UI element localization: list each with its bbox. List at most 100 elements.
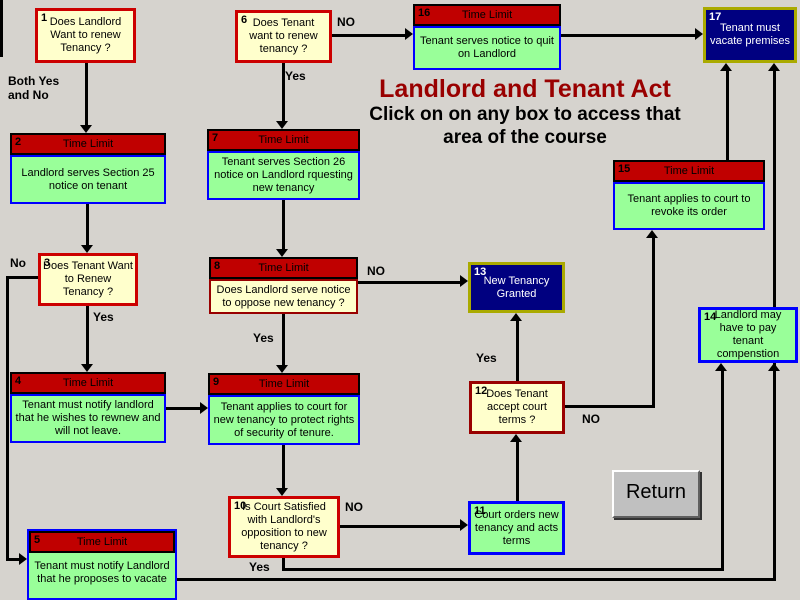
arrowhead-icon [276,365,288,373]
box-text: Tenant must notify landlord that he wish… [10,394,166,443]
time-limit-header: 15 Time Limit [613,160,765,182]
box-number: 4 [15,375,22,387]
arrowhead-icon [720,63,732,71]
arrow-segment-box3-yes-to-box4 [86,306,89,366]
arrowhead-icon [276,249,288,257]
arrowhead-icon [768,363,780,371]
arrowhead-icon [276,488,288,496]
arrowhead-icon [276,121,288,129]
branch-label: NO [345,500,363,514]
arrow-segment-box3-no-to-box5 [6,276,40,279]
arrowhead-icon [695,28,703,40]
box-text: Is Court Satisfied with Landlord's oppos… [241,501,327,552]
arrowhead-icon [19,553,27,565]
branch-label: Yes [249,560,270,574]
arrowhead-icon [646,230,658,238]
branch-label: Yes [285,69,306,83]
time-limit-header: 7 Time Limit [207,129,360,151]
box-number: 17 [709,11,722,23]
box-text: Does Tenant accept court terms ? [486,388,548,426]
page-subtitle: Click on on any box to access that area … [369,104,681,148]
arrow-segment-box9-to-box10 [282,445,285,490]
box-text: Tenant applies to court for new tenancy … [208,395,360,445]
box-text: New Tenancy Granted [483,274,550,300]
arrow-segment-box8-no-to-box13 [358,281,462,284]
arrow-segment-box2-to-box3 [86,204,89,247]
arrowhead-icon [768,63,780,71]
branch-label: NO [582,412,600,426]
arrow-segment-box15-to-box17 [726,71,729,160]
arrowhead-icon [510,434,522,442]
branch-label: Yes [476,351,497,365]
arrowhead-icon [81,245,93,253]
arrow-segment-box10-no-to-box11 [340,525,462,528]
branch-label: NO [337,15,355,29]
box-text: Does Landlord serve notice to oppose new… [209,279,358,314]
arrow-segment-box10-yes-to-box14 [282,568,724,571]
time-limit-label: Time Limit [258,133,309,146]
box-text: Tenant must notify Landlord that he prop… [29,553,175,598]
box-text: Tenant applies to court to revoke its or… [613,182,765,230]
return-button[interactable]: Return [612,470,700,518]
box-text: Tenant serves notice to quit on Landlord [413,26,561,70]
arrow-segment-box3-no-to-box5 [6,558,19,561]
box-number: 11 [474,505,486,517]
arrow-segment-box6-yes-to-box7 [282,63,285,123]
box-number: 3 [44,257,51,269]
time-limit-label: Time Limit [76,535,128,548]
arrow-segment-box12-no-to-box15 [565,405,655,408]
time-limit-header: 4 Time Limit [10,372,166,394]
time-limit-label: Time Limit [663,164,715,177]
box-text: Landlord serves Section 25 notice on ten… [10,155,166,204]
arrowhead-icon [405,28,413,40]
branch-label: No [10,256,26,270]
arrow-segment-box8-yes-to-box9 [282,314,285,367]
time-limit-label: Time Limit [258,377,310,390]
arrow-segment-box12-no-to-box15 [652,238,655,408]
box-number: 6 [241,14,248,26]
arrowhead-icon [200,402,208,414]
time-limit-label: Time Limit [62,376,114,389]
time-limit-header: 16 Time Limit [413,4,561,26]
arrow-segment-box7-to-box8 [282,200,285,251]
box-number: 14 [704,311,717,323]
box-text: Does Landlord Want to renew Tenancy ? [49,16,122,54]
box-number: 5 [34,534,41,546]
arrow-segment-box16-to-box17 [561,34,697,37]
box-text: Does Tenant want to renew tenancy ? [249,17,318,55]
arrow-segment-box11-to-box12 [516,442,519,501]
arrow-segment-box6-no-to-box16 [332,34,407,37]
time-limit-label: Time Limit [258,261,309,274]
box-number: 16 [418,7,431,19]
arrowhead-icon [81,364,93,372]
arrow-segment-edge-mark [0,0,3,57]
branch-label: Yes [93,310,114,324]
box-number: 15 [618,163,631,175]
time-limit-label: Time Limit [461,8,513,21]
page-title: Landlord and Tenant Act [379,75,671,103]
box-text: Landlord may have to pay tenant compenst… [714,309,782,360]
box-number: 7 [212,132,219,144]
box-text: Tenant serves Section 26 notice on Landl… [207,151,360,200]
box-number: 1 [41,12,48,24]
box-text: Court orders new tenancy and acts terms [474,508,559,547]
